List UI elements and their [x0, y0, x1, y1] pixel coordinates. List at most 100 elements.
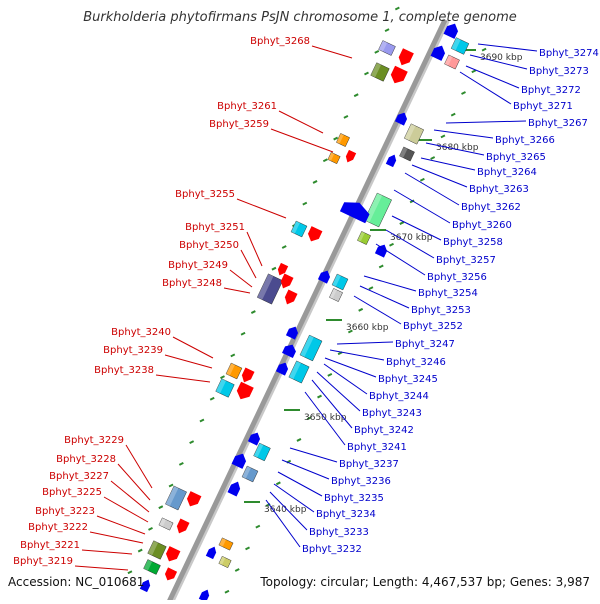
gene-box-shine — [327, 152, 335, 161]
leader-line-right — [273, 483, 315, 513]
gene-box — [218, 555, 232, 569]
genome-backbone — [165, 18, 448, 604]
gene-arrow-shape — [227, 481, 241, 497]
gene-box-shine — [370, 62, 382, 78]
gene-label-right: Bphyt_3235 — [324, 493, 384, 504]
gene-box-shape — [399, 146, 415, 162]
tick-mark — [481, 47, 487, 52]
gene-box-shape — [364, 192, 392, 228]
leader-line-left — [270, 128, 334, 153]
gene-box — [288, 360, 310, 384]
gene-arrow-shape — [231, 453, 247, 469]
leader-line-left — [236, 198, 287, 219]
gene-label-right: Bphyt_3234 — [316, 509, 376, 520]
gene-arrow — [227, 481, 241, 497]
gene-arrow — [241, 367, 255, 383]
gene-arrow-shape — [164, 567, 178, 581]
gene-label-right: Bphyt_3265 — [486, 152, 546, 163]
gene-box-shine — [332, 274, 341, 287]
gene-box-shape — [241, 465, 259, 483]
gene-arrow — [247, 432, 261, 446]
gene-arrow-shape — [398, 48, 414, 66]
tick-mark — [224, 589, 230, 594]
gene-arrow — [198, 589, 210, 603]
gene-arrow-shape — [277, 262, 289, 276]
gene-box-shape — [370, 62, 390, 82]
scale-tick-label: 3680 kbp — [436, 143, 479, 153]
gene-label-right: Bphyt_3256 — [427, 272, 487, 283]
leader-line-right — [425, 142, 485, 156]
gene-arrow-shape — [205, 546, 217, 560]
gene-box-shape — [218, 537, 234, 551]
tick-mark — [234, 568, 240, 572]
leader-line-left — [96, 515, 146, 535]
gene-arrow — [236, 381, 254, 400]
gene-label-right: Bphyt_3253 — [411, 305, 471, 316]
leader-line-left — [81, 549, 133, 555]
gene-label-right: Bphyt_3258 — [443, 237, 503, 248]
leader-line-right — [420, 157, 476, 171]
gene-arrow — [390, 65, 408, 84]
gene-box-shine — [143, 559, 153, 571]
gene-label-right: Bphyt_3246 — [386, 357, 446, 368]
gene-arrow — [374, 244, 388, 258]
gene-arrow — [275, 362, 289, 376]
gene-arrow-shape — [198, 589, 210, 603]
tick-mark — [137, 548, 143, 553]
gene-box — [158, 517, 174, 531]
leader-line-left — [74, 565, 129, 571]
gene-label-left: Bphyt_3238 — [94, 365, 154, 376]
tick-mark — [245, 546, 250, 551]
tick-mark — [368, 286, 374, 291]
tick-mark — [271, 266, 277, 271]
gene-box — [399, 146, 415, 162]
gene-box-shape — [256, 273, 284, 305]
gene-arrow — [285, 326, 299, 340]
gene-box — [290, 220, 308, 238]
leader-line-left — [223, 287, 251, 294]
gene-arrow-shape — [374, 244, 388, 258]
gene-arrow — [139, 579, 151, 593]
gene-box-shine — [451, 37, 461, 51]
gene-label-left: Bphyt_3248 — [162, 278, 222, 289]
gene-box — [256, 273, 284, 305]
gene-arrow — [443, 23, 459, 39]
gene-box-shape — [253, 442, 271, 462]
leader-line-left — [125, 444, 153, 489]
leader-line-right — [304, 391, 346, 446]
gene-box-shine — [158, 517, 167, 527]
gene-arrow-shape — [241, 367, 255, 383]
leader-line-right — [391, 215, 442, 241]
gene-label-right: Bphyt_3241 — [347, 442, 407, 453]
gene-label-right: Bphyt_3252 — [403, 321, 463, 332]
gene-arrow-shape — [247, 432, 261, 446]
gene-label-left: Bphyt_3221 — [20, 540, 80, 551]
gene-box-shine — [218, 537, 227, 547]
gene-arrow-shape — [285, 326, 299, 340]
gene-label-right: Bphyt_3273 — [529, 66, 589, 77]
gene-box — [165, 485, 187, 511]
gene-label-left: Bphyt_3239 — [103, 345, 163, 356]
gene-box — [364, 192, 392, 228]
tick-mark — [178, 461, 184, 466]
gene-label-left: Bphyt_3222 — [28, 522, 88, 533]
gene-label-right: Bphyt_3242 — [354, 425, 414, 436]
gene-box-shine — [215, 378, 227, 394]
tick-mark — [158, 505, 164, 510]
gene-arrow-shape — [282, 344, 296, 358]
gene-box — [253, 442, 271, 462]
gene-label-left: Bphyt_3223 — [35, 506, 95, 517]
gene-box-shine — [288, 360, 301, 380]
gene-box — [225, 362, 243, 380]
leader-line-left — [311, 45, 353, 59]
gene-label-right: Bphyt_3274 — [539, 48, 599, 59]
gene-box-shape — [357, 231, 371, 245]
gene-label-right: Bphyt_3264 — [477, 167, 537, 178]
gene-arrow-shape — [284, 289, 298, 305]
tick-mark — [199, 418, 205, 423]
gene-box — [450, 37, 470, 55]
scale-tick-label: 3690 kbp — [480, 53, 523, 63]
gene-label-right: Bphyt_3267 — [528, 118, 588, 129]
gene-box-shape — [143, 559, 161, 575]
